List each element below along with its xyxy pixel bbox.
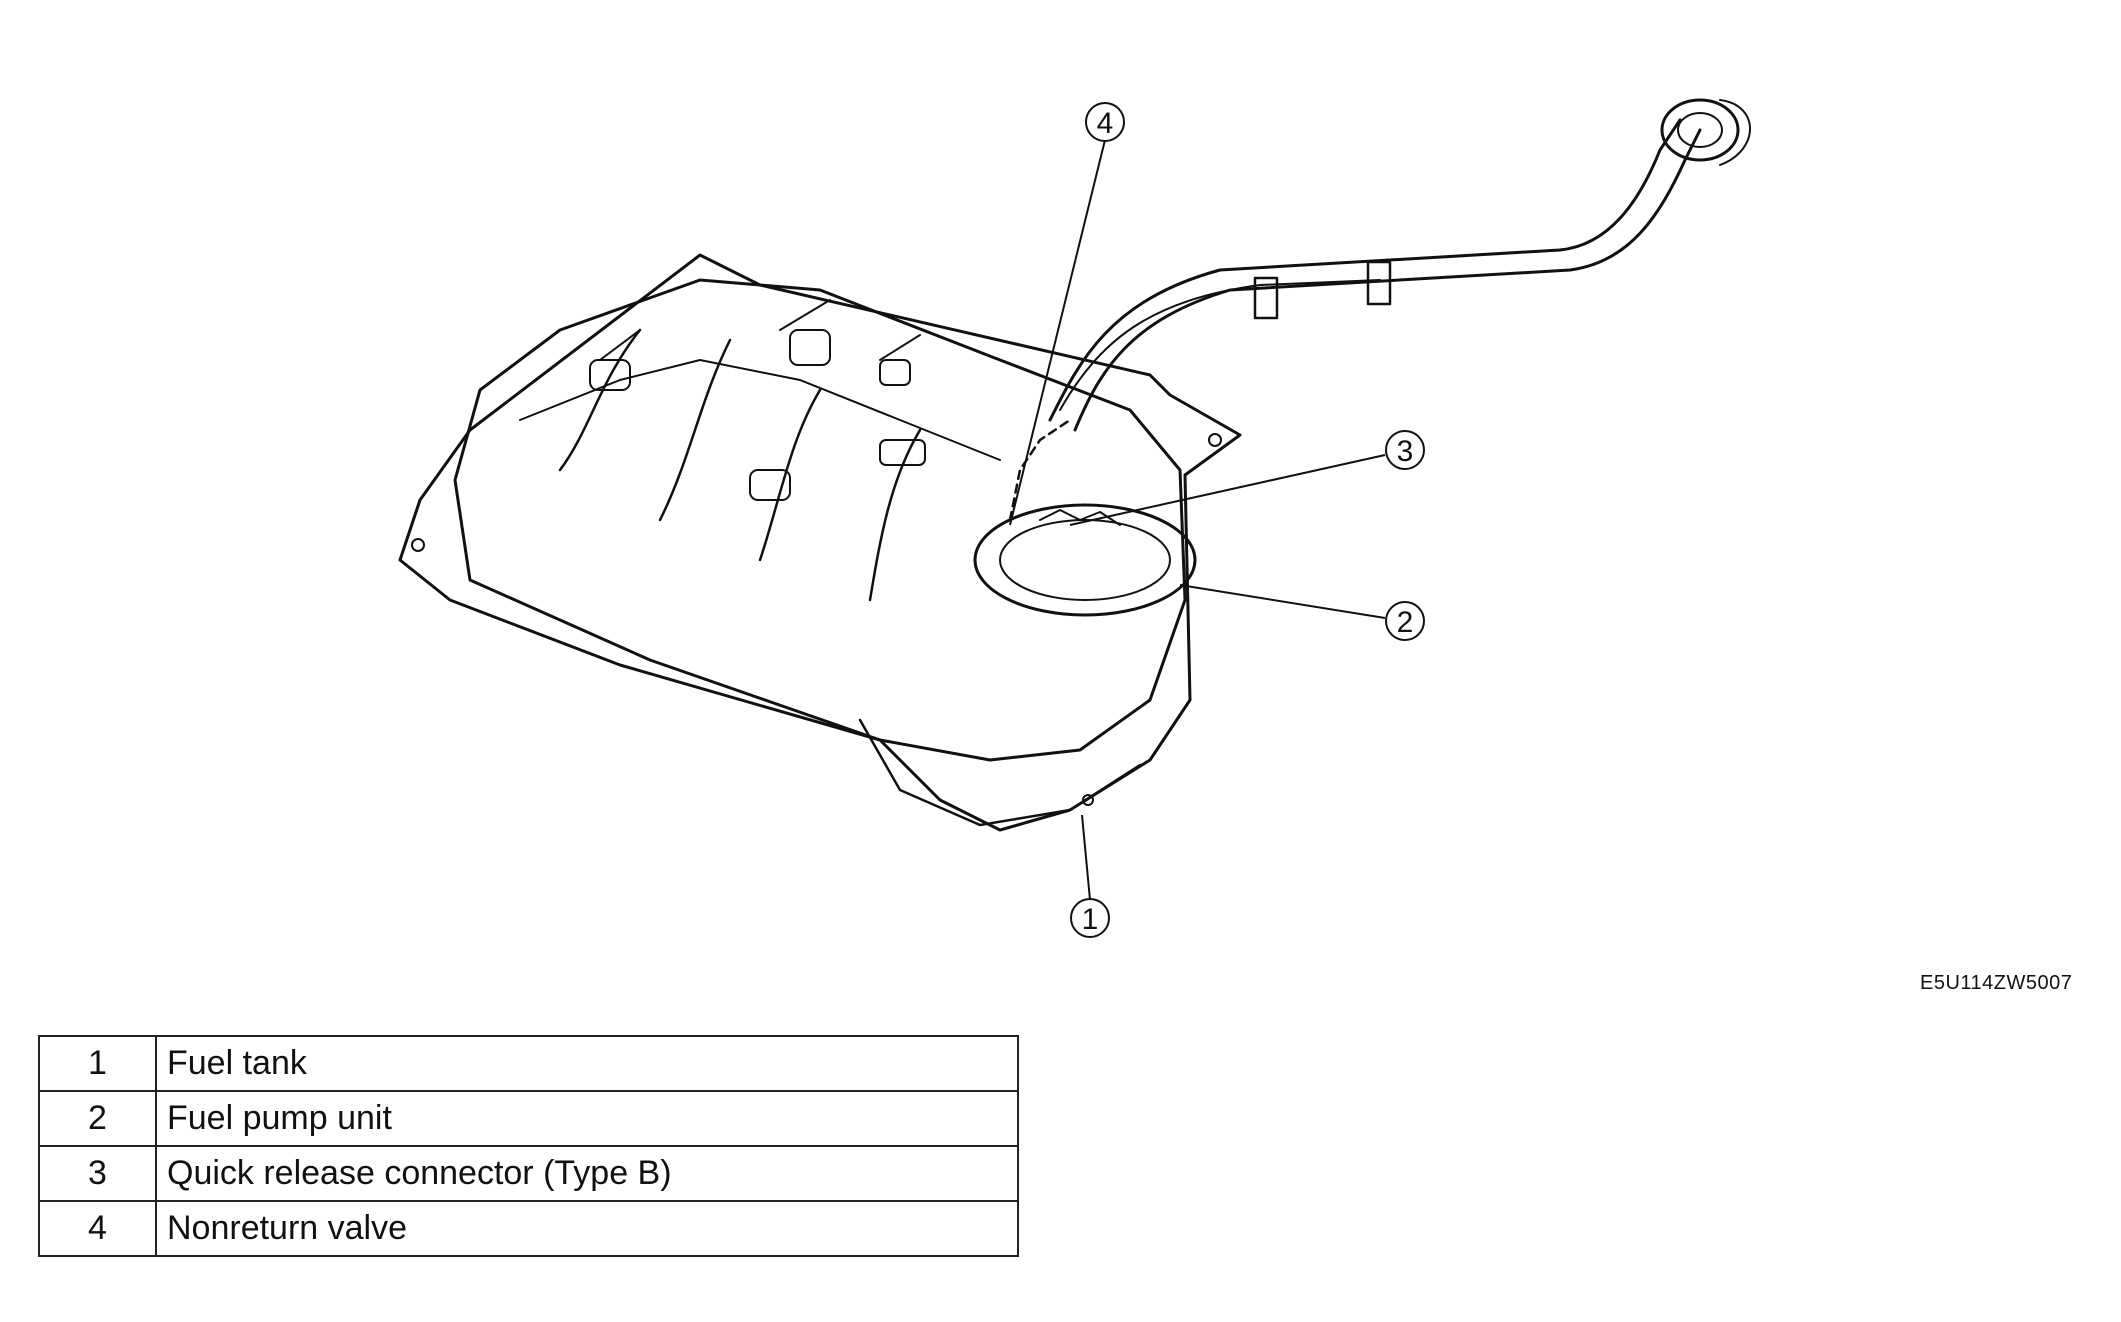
callout-3-label: 3 bbox=[1397, 435, 1414, 468]
leader-line-2 bbox=[1179, 584, 1386, 619]
nonreturn-valve bbox=[1008, 418, 1072, 522]
legend-number: 4 bbox=[38, 1200, 157, 1257]
legend-table: 1 Fuel tank 2 Fuel pump unit 3 Quick rel… bbox=[38, 1035, 1019, 1257]
table-row: 2 Fuel pump unit bbox=[38, 1090, 1019, 1147]
fuel-pump-unit bbox=[973, 503, 1197, 617]
leader-line-1 bbox=[1081, 814, 1091, 901]
callout-1-label: 1 bbox=[1082, 903, 1099, 936]
table-row: 4 Nonreturn valve bbox=[38, 1200, 1019, 1257]
table-row: 1 Fuel tank bbox=[38, 1035, 1019, 1092]
callout-1: 1 bbox=[1070, 898, 1110, 938]
legend-number: 2 bbox=[38, 1090, 157, 1147]
callout-2: 2 bbox=[1385, 601, 1425, 641]
table-row: 3 Quick release connector (Type B) bbox=[38, 1145, 1019, 1202]
filler-cap bbox=[1660, 98, 1740, 162]
leader-line-3 bbox=[1069, 454, 1386, 526]
leader-line-4 bbox=[1009, 139, 1106, 526]
legend-number: 1 bbox=[38, 1035, 157, 1092]
legend-description: Fuel pump unit bbox=[155, 1090, 1019, 1147]
legend-description: Nonreturn valve bbox=[155, 1200, 1019, 1257]
callout-4-label: 4 bbox=[1097, 107, 1114, 140]
tank-body bbox=[453, 278, 1187, 762]
callout-4: 4 bbox=[1085, 102, 1125, 142]
filler-neck bbox=[1048, 118, 1682, 422]
callout-2-label: 2 bbox=[1397, 606, 1414, 639]
legend-number: 3 bbox=[38, 1145, 157, 1202]
legend-description: Fuel tank bbox=[155, 1035, 1019, 1092]
tank-sump bbox=[858, 718, 1142, 827]
fuel-tank-diagram: 1 2 3 4 bbox=[398, 98, 1751, 938]
tank-flange bbox=[398, 253, 1242, 832]
figure-code: E5U114ZW5007 bbox=[1920, 972, 2073, 994]
legend-description: Quick release connector (Type B) bbox=[155, 1145, 1019, 1202]
callout-3: 3 bbox=[1385, 430, 1425, 470]
